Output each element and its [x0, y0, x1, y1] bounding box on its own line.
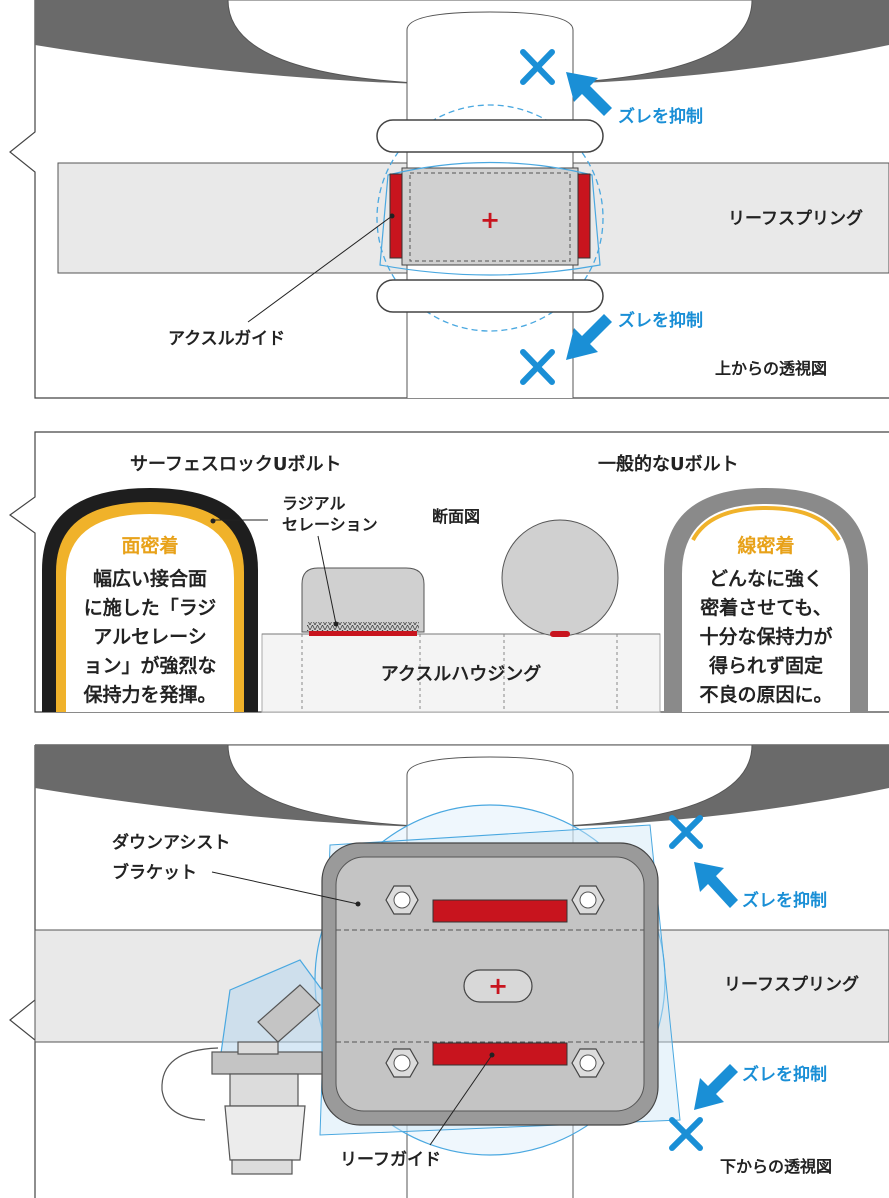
line-contact-label: 線密着 [737, 534, 794, 557]
panel-top-view: + ズレを抑制 ズレを抑制 リーフスプリング アクスルガイド 上からの透視図 [9, 0, 889, 399]
general-ubolt-title: 一般的なUボルト [598, 453, 739, 475]
axle-housing-label: アクスルハウジング [381, 663, 542, 685]
round-section [501, 519, 619, 637]
panel3-center-plus: + [488, 972, 508, 1000]
surface-lock-title: サーフェスロックUボルト [130, 454, 342, 475]
radial-label-1: ラジアル [282, 494, 346, 513]
serration-texture [307, 622, 419, 631]
square-section [301, 567, 425, 633]
radial-leader [317, 535, 337, 625]
panel1-axle-guide-leader [247, 215, 393, 323]
panel1-leaf-spring-label: リーフスプリング [728, 208, 863, 229]
axle-housing [261, 633, 661, 713]
panel1-suppress-bottom-label: ズレを抑制 [618, 310, 703, 331]
round-contact-red [550, 631, 570, 637]
svg-text:に施した「ラジ: に施した「ラジ [84, 596, 217, 619]
svg-text:どんなに強く: どんなに強く [709, 568, 823, 590]
svg-text:不良の原因に。: 不良の原因に。 [699, 683, 832, 706]
arrow-down-left-icon [694, 1064, 738, 1110]
down-assist-label-2: ブラケット [112, 862, 197, 883]
panel1-frame [9, 0, 889, 399]
panel1-ubolt-ring-bottom [376, 279, 604, 313]
radial-label-2: セレーション [282, 515, 378, 534]
left-description: 幅広い接合面 に施した「ラジ アルセレーシ ョン」が強烈な 保持力を発揮。 [82, 567, 216, 706]
panel1-suppress-top-label: ズレを抑制 [618, 106, 703, 127]
center-slot [463, 969, 533, 1003]
general-ubolt-orange-line [691, 505, 841, 541]
x-mark-icon [669, 815, 703, 1151]
panel-bottom-view: + ズレを抑制 ズレを抑制 リーフスプリング ダウンアシスト ブラケット [9, 744, 889, 1198]
panel1-block [401, 167, 579, 266]
right-description: どんなに強く 密着させても、 十分な保持力が 得られず固定 不良の原因に。 [699, 568, 832, 706]
shock-mount [161, 959, 323, 1175]
down-assist-leader [211, 871, 359, 905]
x-mark-icon [520, 49, 555, 385]
panel3-leaf-spring-label: リーフスプリング [724, 974, 859, 995]
svg-text:密着させても、: 密着させても、 [700, 596, 831, 619]
arrow-up-left-icon [566, 72, 612, 116]
face-contact-label: 面密着 [121, 534, 178, 557]
panel1-center-plus: + [480, 206, 500, 234]
svg-text:ョン」が強烈な: ョン」が強烈な [83, 654, 216, 677]
leaf-guide-top [432, 899, 568, 923]
svg-text:保持力を発揮。: 保持力を発揮。 [82, 683, 216, 706]
svg-text:アルセレーシ: アルセレーシ [93, 626, 206, 648]
panel1-block-dash [409, 172, 571, 262]
leaf-guide-leader [429, 1054, 493, 1146]
panel3-view-label: 下からの透視図 [720, 1157, 832, 1176]
general-ubolt-inner [682, 504, 850, 712]
panel1-axle-guide-label: アクスルガイド [168, 329, 285, 349]
panel3-suppress-bottom-label: ズレを抑制 [742, 1064, 827, 1085]
svg-text:得られず固定: 得られず固定 [708, 654, 823, 677]
panel1-blue-outline [379, 161, 601, 276]
panel1-axle-guide-right [577, 173, 591, 259]
arrow-down-left-icon [566, 314, 612, 360]
leaf-guide-label: リーフガイド [340, 1150, 441, 1170]
surface-lock-inner [66, 514, 234, 712]
serration-red [309, 631, 417, 636]
leaf-guide-bottom [432, 1042, 568, 1066]
arrow-up-left-icon [694, 862, 738, 908]
section-label: 断面図 [432, 507, 480, 526]
panel-cross-section: サーフェスロックUボルト 一般的なUボルト 面密着 幅広い接合面 に施した「ラジ… [8, 431, 889, 713]
panel3-suppress-top-label: ズレを抑制 [742, 890, 827, 911]
panel1-ubolt-ring-top [376, 119, 604, 153]
panel1-dashed-circle [376, 104, 604, 332]
panel2-frame [8, 431, 889, 713]
svg-text:幅広い接合面: 幅広い接合面 [93, 567, 207, 590]
panel1-view-label: 上からの透視図 [715, 359, 827, 378]
svg-text:十分な保持力が: 十分な保持力が [699, 625, 832, 648]
down-assist-label-1: ダウンアシスト [112, 832, 230, 853]
